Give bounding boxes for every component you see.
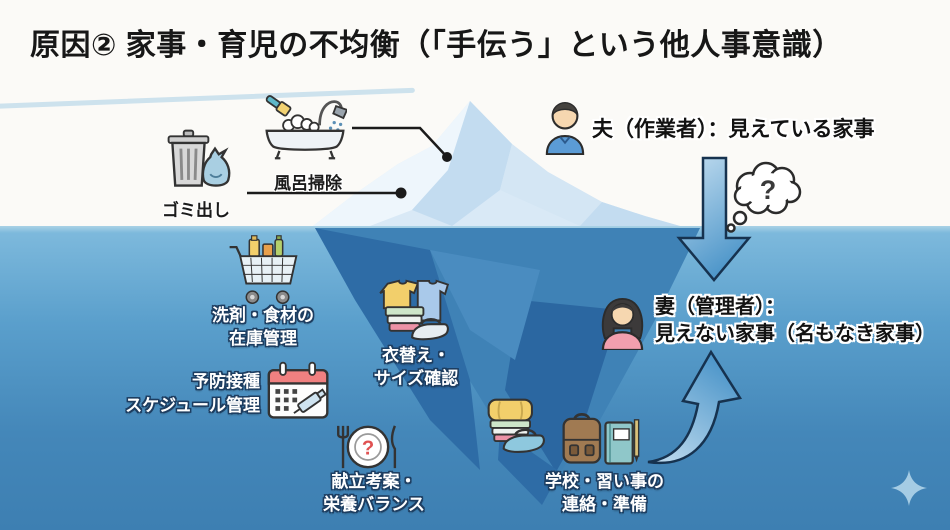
vaccine-label: 予防接種 スケジュール管理 — [125, 372, 260, 415]
clothes-label: 衣替え・ サイズ確認 — [373, 346, 459, 388]
meal-plate-icon: ? — [331, 423, 405, 471]
page-title: 原因② 家事・育児の不均衡（「手伝う」という他人事意識） — [30, 29, 843, 62]
thought-question-mark: ? — [760, 175, 777, 205]
husband-avatar-icon — [544, 99, 586, 155]
meal-label: 献立考案・ 栄養バランス — [323, 472, 425, 514]
clothes-iron-icon — [376, 279, 452, 343]
bathtub-icon — [263, 91, 347, 167]
wife-label: 妻（管理者）： 見えない家事（名もなき家事） — [655, 296, 935, 345]
shopping-cart-icon — [226, 235, 306, 307]
trash-label: ゴミ出し — [162, 201, 230, 220]
laundry-iron-icon — [483, 397, 547, 457]
husband-label: 夫（作業者）：見えている家事 — [592, 118, 875, 141]
question-thought-bubble: ? — [724, 158, 814, 238]
bath-label: 風呂掃除 — [274, 174, 342, 193]
cart-label: 洗剤・食材の 在庫管理 — [212, 306, 314, 348]
calendar-syringe-icon — [266, 360, 332, 422]
wife-avatar-icon — [598, 291, 647, 350]
backpack-notebook-icon — [560, 410, 640, 466]
trash-icon — [161, 127, 233, 193]
meal-question-mark: ? — [362, 438, 374, 460]
school-label: 学校・習い事の 連絡・準備 — [545, 472, 664, 514]
sparkle-icon — [891, 470, 927, 506]
